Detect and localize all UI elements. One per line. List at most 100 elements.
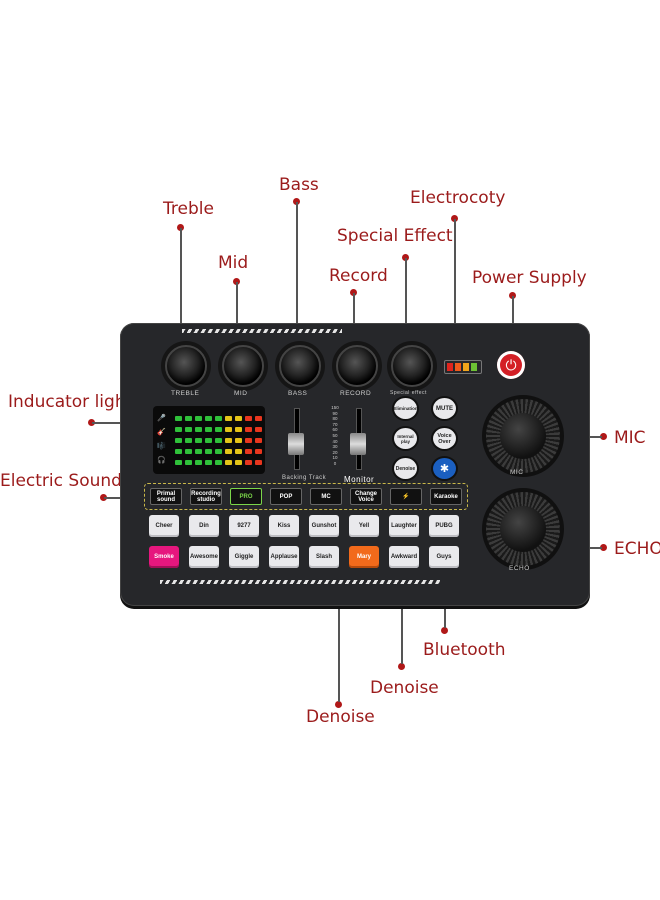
battery-indicator: [444, 360, 482, 374]
mode-button[interactable]: Recording studio: [190, 488, 222, 505]
row1-effect-button[interactable]: Kiss: [269, 515, 299, 537]
monitor-fader[interactable]: [350, 433, 366, 455]
indicator-led: [175, 438, 182, 443]
record-knob[interactable]: [336, 345, 378, 387]
row2-effect-button[interactable]: Slash: [309, 546, 339, 568]
backing-track-fader[interactable]: [288, 433, 304, 455]
mode-button[interactable]: PRO: [230, 488, 262, 505]
leader-dot: [100, 494, 107, 501]
indicator-led: [255, 460, 262, 465]
battery-cell: [471, 363, 477, 371]
mode-button[interactable]: MC: [310, 488, 342, 505]
row1-effect-button[interactable]: Yell: [349, 515, 379, 537]
row2-effect-button[interactable]: Awesome: [189, 546, 219, 568]
callout-electric-sound: Electric Sound: [0, 471, 122, 491]
leader-dot: [402, 254, 409, 261]
battery-cell: [463, 363, 469, 371]
monitor-label: Monitor: [344, 475, 375, 484]
indicator-led: [225, 460, 232, 465]
mode-strip: [144, 483, 468, 510]
echo-knob-cap: [500, 506, 546, 552]
mode-button[interactable]: ⚡: [390, 488, 422, 505]
battery-cell: [447, 363, 453, 371]
voice-over-button[interactable]: Voice Over: [433, 428, 456, 449]
indicator-led: [255, 416, 262, 421]
top-stripe: [182, 329, 342, 333]
special-effect-knob[interactable]: [391, 345, 433, 387]
indicator-led: [235, 427, 242, 432]
indicator-led: [205, 438, 212, 443]
row1-effect-button[interactable]: Laughter: [389, 515, 419, 537]
internal-play-button[interactable]: Internal play: [394, 428, 417, 449]
callout-electrocoty: Electrocoty: [410, 188, 506, 208]
indicator-led: [175, 449, 182, 454]
indicator-led: [235, 416, 242, 421]
indicator-led: [195, 460, 202, 465]
mode-button[interactable]: Change Voice: [350, 488, 382, 505]
leader-dot: [600, 544, 607, 551]
echo-knob[interactable]: [482, 488, 564, 570]
callout-echo: ECHO: [614, 539, 660, 559]
denoise-button[interactable]: Denoise: [394, 458, 417, 479]
indicator-led: [225, 438, 232, 443]
power-button[interactable]: ⏻: [497, 351, 525, 379]
scale-tick-label: 60: [332, 427, 338, 433]
mid-knob[interactable]: [222, 345, 264, 387]
row1-effect-button[interactable]: PUBG: [429, 515, 459, 537]
callout-power-supply: Power Supply: [472, 268, 587, 288]
indicator-led: [185, 449, 192, 454]
leader-dot: [293, 198, 300, 205]
indicator-led: [245, 438, 252, 443]
mode-button[interactable]: Karaoke: [430, 488, 462, 505]
row2-effect-button[interactable]: Guys: [429, 546, 459, 568]
mic-knob-cap: [500, 413, 546, 459]
leader-line: [405, 258, 407, 355]
indicator-led: [245, 460, 252, 465]
bass-knob[interactable]: [279, 345, 321, 387]
mode-button[interactable]: Primal sound: [150, 488, 182, 505]
indicator-led: [205, 449, 212, 454]
bluetooth-button[interactable]: ✱: [433, 458, 456, 479]
scale-tick-label: 10: [332, 455, 338, 461]
callout-special-effect: Special Effect: [337, 226, 453, 246]
indicator-led: [215, 449, 222, 454]
row1-effect-button[interactable]: Cheer: [149, 515, 179, 537]
leader-line: [180, 228, 182, 355]
leader-dot: [233, 278, 240, 285]
row2-effect-button[interactable]: Applause: [269, 546, 299, 568]
bottom-stripe: [160, 580, 440, 584]
leader-line: [338, 604, 340, 702]
row2-effect-button[interactable]: Giggle: [229, 546, 259, 568]
indicator-led: [225, 416, 232, 421]
row1-effect-button[interactable]: 9277: [229, 515, 259, 537]
leader-dot: [350, 289, 357, 296]
treble-knob[interactable]: [165, 345, 207, 387]
mode-button[interactable]: POP: [270, 488, 302, 505]
screen-glyph-icon: 🎸: [157, 429, 166, 436]
row2-effect-button[interactable]: Mary: [349, 546, 379, 568]
indicator-led: [195, 416, 202, 421]
row2-effect-button[interactable]: Awkward: [389, 546, 419, 568]
callout-indicator-light: Inducator light: [8, 392, 133, 412]
row2-effect-button[interactable]: Smoke: [149, 546, 179, 568]
row1-effect-button[interactable]: Din: [189, 515, 219, 537]
scale-tick-label: 20: [332, 449, 338, 455]
battery-cell: [455, 363, 461, 371]
elimination-button[interactable]: Elimination: [393, 398, 418, 419]
led-indicator-screen: 🎤🎸🎼🎧: [153, 406, 265, 474]
leader-line: [401, 570, 403, 664]
mute-button[interactable]: MUTE: [433, 398, 456, 419]
scale-tick-label: 0: [333, 460, 337, 466]
leader-dot: [441, 627, 448, 634]
row1-effect-button[interactable]: Gunshot: [309, 515, 339, 537]
callout-mic: MIC: [614, 428, 646, 448]
callout-bluetooth: Bluetooth: [423, 640, 506, 660]
power-icon: ⏻: [505, 356, 517, 373]
indicator-led: [195, 427, 202, 432]
mic-knob[interactable]: [482, 395, 564, 477]
indicator-led: [245, 449, 252, 454]
indicator-led: [235, 438, 242, 443]
leader-dot: [335, 701, 342, 708]
scale-tick-label: 90: [332, 410, 338, 416]
